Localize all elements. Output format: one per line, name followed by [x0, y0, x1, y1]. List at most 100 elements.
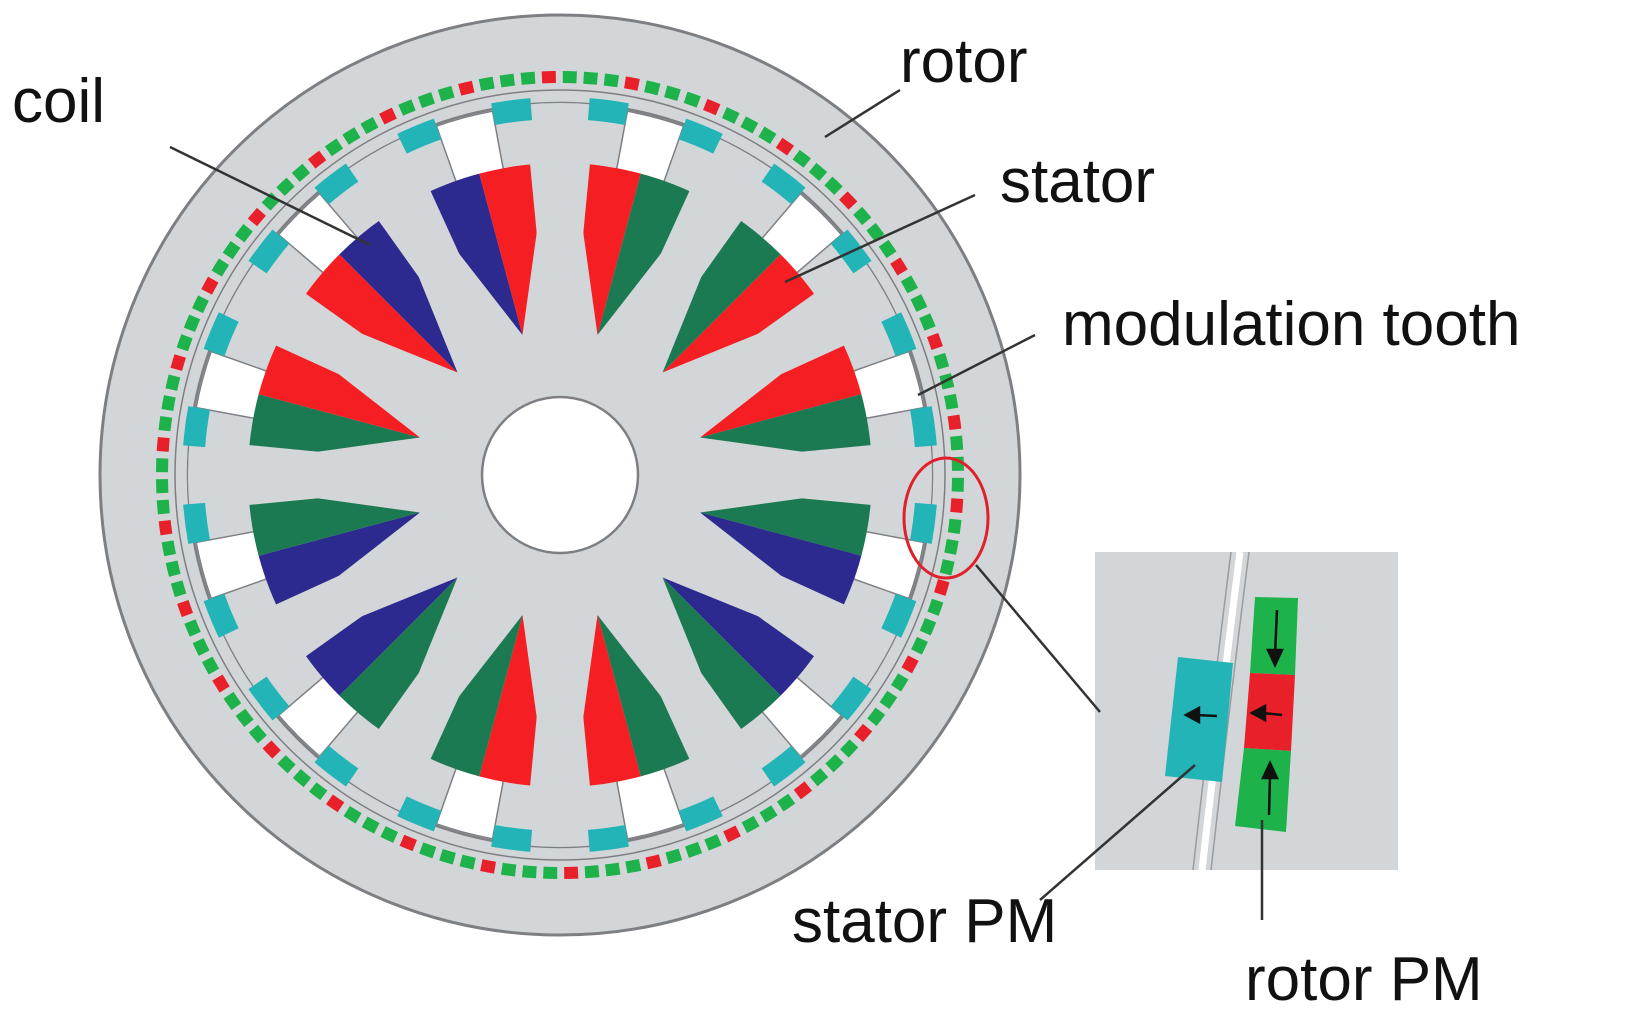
label-rotor-pm: rotor PM	[1245, 945, 1483, 1014]
rotor-pm	[809, 768, 829, 787]
rotor-pm	[291, 163, 311, 182]
rotor-pm	[480, 859, 496, 874]
rotor-pm	[603, 73, 620, 88]
arrow-up-icon	[1261, 760, 1279, 780]
rotor-pm	[564, 866, 579, 879]
rotor-pm	[947, 414, 962, 430]
rotor-pm	[342, 127, 361, 145]
coil-wedge	[597, 615, 705, 777]
shaft-hole	[480, 395, 640, 555]
rotor-pm	[890, 257, 908, 276]
rotor-pm	[703, 98, 721, 116]
rotor-pm	[156, 479, 169, 494]
rotor-pm	[176, 334, 193, 352]
rotor-pm	[234, 224, 253, 243]
flux-arrows	[1183, 609, 1284, 816]
rotor-pm	[161, 395, 176, 411]
stator-tooth	[343, 136, 527, 410]
rotor-pm	[951, 477, 964, 492]
coil-wedge	[339, 211, 458, 373]
coil-wedge	[700, 512, 862, 620]
rotor-pm	[721, 107, 740, 124]
air-gap-line	[174, 89, 946, 861]
stator-pm	[761, 163, 806, 205]
coil-wedge	[662, 577, 824, 696]
rotor-pm	[950, 498, 964, 514]
rotor-pm	[478, 76, 495, 92]
stator-pm	[830, 676, 872, 721]
rotor-pm	[235, 708, 254, 728]
stator-pm	[183, 406, 210, 448]
coil-wedge	[415, 615, 523, 777]
rotor-pm	[262, 740, 281, 759]
stator-pm	[491, 825, 533, 852]
rotor-pm	[911, 636, 928, 655]
inset-rotor-pm-green-top	[1250, 597, 1298, 675]
stator-tooth	[221, 258, 495, 442]
stator-tooth	[524, 103, 596, 396]
leader-coil	[169, 145, 371, 247]
rotor-pm	[439, 849, 456, 865]
rotor-pm	[499, 73, 515, 88]
rotor-pm-group	[156, 71, 964, 879]
rotor-pm	[309, 782, 328, 801]
rotor-pm	[192, 295, 209, 314]
rotor-pm	[943, 393, 959, 410]
rotor-pm	[211, 258, 230, 277]
stator-pm	[203, 312, 239, 357]
stator-tooth	[188, 439, 481, 511]
highlight-circle	[902, 456, 990, 580]
stator-tooth	[221, 508, 495, 692]
rotor-pm	[741, 815, 760, 834]
coil-wedge	[662, 577, 781, 739]
rotor-pm	[879, 690, 898, 710]
rotor-pm	[792, 149, 811, 168]
rotor-pm	[380, 826, 399, 843]
rotor-pm	[360, 116, 379, 135]
rotor-pm	[867, 707, 886, 726]
rotor-pm	[808, 162, 828, 181]
rotor-pm	[437, 85, 455, 102]
label-stator-pm: stator PM	[792, 887, 1057, 956]
rotor-pm	[759, 805, 778, 823]
rotor-pm	[933, 352, 950, 370]
stator-pm	[183, 502, 210, 544]
inset-zoom	[1095, 551, 1398, 871]
rotor-pm	[248, 724, 267, 744]
rotor-pm	[878, 239, 897, 259]
rotor-pm	[644, 80, 661, 96]
rotor-pm	[398, 99, 416, 116]
rotor-pm	[165, 374, 181, 391]
stator-tooth	[625, 508, 899, 692]
rotor-pm	[156, 458, 169, 473]
rotor-pm	[325, 794, 345, 813]
rotor-pm	[683, 91, 701, 108]
stator-pm	[881, 312, 917, 357]
stator-tooth	[524, 554, 596, 847]
rotor-pm	[292, 769, 312, 788]
stator-pm	[248, 676, 290, 721]
inset-air-gap-edge	[1210, 551, 1250, 871]
stator-yoke	[429, 344, 690, 605]
rotor-pm	[901, 655, 919, 674]
rotor-pm	[520, 71, 536, 85]
rotor-pm	[825, 754, 844, 773]
rotor-pm	[223, 691, 242, 711]
rotor-pm	[201, 656, 220, 675]
stator-tooth	[639, 439, 933, 511]
rotor-pm	[543, 866, 558, 879]
rotor-pm	[379, 107, 397, 125]
rotor-pm	[900, 275, 919, 294]
rotor-pm	[562, 71, 577, 84]
rotor-pm	[247, 207, 266, 227]
rotor-pm	[927, 598, 944, 616]
inset-rotor-pm-green-bottom	[1235, 748, 1291, 832]
rotor-pm	[399, 834, 417, 852]
coil-wedge	[339, 577, 458, 739]
arrow-left-icon	[1183, 705, 1201, 725]
rotor-pm	[212, 674, 230, 693]
coil-wedge	[296, 577, 458, 696]
arrow-left-icon	[1249, 703, 1267, 723]
rotor-pm	[541, 71, 556, 84]
